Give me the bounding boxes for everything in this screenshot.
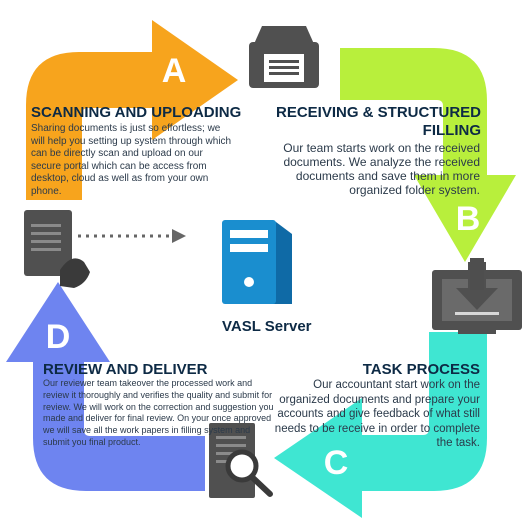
arrow-c: [274, 332, 487, 518]
step-c-letter: C: [323, 444, 349, 482]
arrow-d: [6, 282, 205, 491]
document-search-icon: [209, 423, 273, 498]
document-hand-icon: [24, 210, 90, 288]
step-a-title: SCANNING AND UPLOADING: [31, 104, 242, 121]
step-d-title: REVIEW AND DELIVER: [43, 361, 208, 378]
dotted-connector: [78, 229, 186, 243]
arrow-b: [340, 48, 516, 262]
step-c-text: Our accountant start work on the organiz…: [274, 379, 480, 449]
step-d-text: Our reviewer team takeover the processed…: [43, 378, 274, 447]
server-icon: [222, 220, 292, 304]
step-d-letter: D: [45, 318, 71, 356]
scanner-icon: [249, 26, 319, 88]
step-a-letter: A: [161, 52, 187, 90]
arrow-a: [26, 20, 238, 200]
step-c-title: TASK PROCESS: [362, 361, 480, 378]
step-b-text: Our team starts work on the received doc…: [283, 141, 480, 197]
step-a-text: Sharing documents is just so effortless;…: [31, 123, 232, 197]
download-monitor-icon: [432, 258, 522, 334]
step-b-title: RECEIVING & STRUCTURED FILLING: [276, 104, 482, 139]
server-label: VASL Server: [222, 318, 312, 335]
step-b-letter: B: [455, 200, 481, 238]
